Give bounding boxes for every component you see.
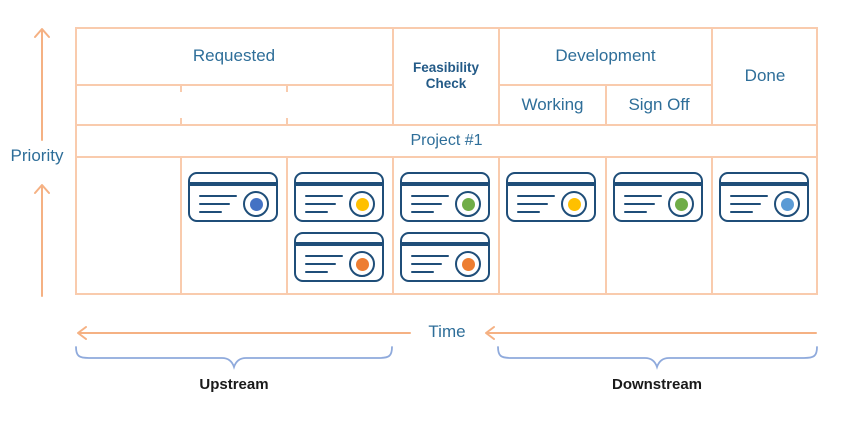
time-axis-label: Time [428,322,466,341]
swimlane-project-1: Project #1 [410,132,483,150]
card-status-dot-yellow-icon [355,197,369,211]
card-text-line [517,211,540,213]
upstream-label: Upstream [199,376,269,393]
priority-arrow-up-bottom-icon [34,184,50,297]
card-text-line [411,203,442,205]
card-header-bar [508,182,594,186]
card-text-line [199,203,230,205]
card-status-ring-icon [774,191,800,217]
column-header-done: Done [744,65,786,85]
card-text-line [411,211,434,213]
column-header-development: Development [555,45,656,65]
card-text-line [305,263,336,265]
card-status-ring-icon [455,191,481,217]
card-text-line [305,271,328,273]
kanban-card [506,172,596,222]
card-status-ring-icon [349,251,375,277]
card-text-line [517,195,555,197]
column-header-working: Working [521,94,584,114]
card-status-ring-icon [243,191,269,217]
kanban-card [613,172,703,222]
card-text-line [305,255,343,257]
card-text-line [730,195,768,197]
column-header-sign-off: Sign Off [628,94,690,114]
card-text-line [305,195,343,197]
column-header-requested: Requested [192,45,276,65]
kanban-card [400,172,490,222]
card-status-ring-icon [455,251,481,277]
card-text-line [305,211,328,213]
cards-layer [75,27,818,295]
card-text-line [517,203,548,205]
kanban-card [400,232,490,282]
kanban-card [188,172,278,222]
card-text-line [305,203,336,205]
card-status-dot-light-blue-icon [780,197,794,211]
card-status-dot-green-icon [674,197,688,211]
card-header-bar [296,242,382,246]
card-status-dot-orange-icon [355,257,369,271]
card-text-line [624,211,647,213]
card-text-line [624,203,655,205]
card-text-line [730,211,753,213]
card-header-bar [721,182,807,186]
card-text-line [730,203,761,205]
downstream-label: Downstream [611,376,703,393]
priority-arrow-up-top-icon [34,28,50,141]
card-status-dot-blue-icon [249,197,263,211]
kanban-board-grid: Requested Feasibility Check Development … [75,27,818,295]
card-status-ring-icon [561,191,587,217]
kanban-card [294,172,384,222]
column-header-feasibility-check: Feasibility Check [412,59,480,91]
card-status-dot-orange-icon [461,257,475,271]
card-text-line [411,255,449,257]
card-status-ring-icon [668,191,694,217]
card-text-line [199,211,222,213]
kanban-card [719,172,809,222]
card-text-line [411,195,449,197]
card-text-line [411,263,442,265]
upstream-brace-icon [75,346,393,370]
card-text-line [624,195,662,197]
kanban-card [294,232,384,282]
card-header-bar [296,182,382,186]
grid-lines [75,27,818,295]
card-text-line [411,271,434,273]
card-status-dot-yellow-icon [567,197,581,211]
card-status-dot-green-icon [461,197,475,211]
card-status-ring-icon [349,191,375,217]
card-header-bar [402,182,488,186]
time-arrow-left-segment-icon [77,326,411,340]
card-header-bar [402,242,488,246]
card-text-line [199,195,237,197]
time-arrow-right-segment-icon [485,326,817,340]
downstream-brace-icon [497,346,818,370]
card-header-bar [190,182,276,186]
card-header-bar [615,182,701,186]
priority-axis-label: Priority [10,146,64,165]
